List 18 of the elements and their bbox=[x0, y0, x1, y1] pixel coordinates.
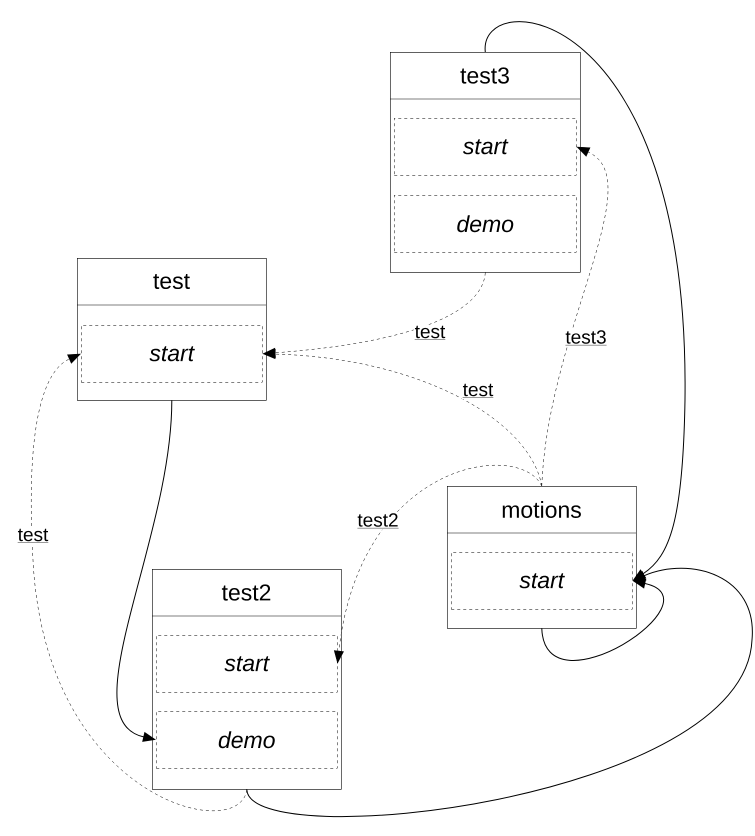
edge-label: test3 bbox=[564, 329, 608, 347]
arrow bbox=[541, 578, 664, 661]
member-box: start bbox=[156, 635, 338, 692]
member-box: demo bbox=[156, 711, 338, 768]
member-box: start bbox=[451, 552, 632, 610]
arrow bbox=[30, 354, 248, 812]
edge-label: test bbox=[414, 324, 446, 342]
member-box: demo bbox=[394, 195, 576, 252]
member-box: start bbox=[394, 118, 576, 176]
arrow bbox=[116, 400, 172, 742]
edge-label: test bbox=[16, 528, 50, 544]
arrow bbox=[262, 349, 542, 486]
arrow bbox=[334, 465, 542, 664]
arrow bbox=[246, 568, 752, 817]
edge-label: test bbox=[462, 382, 494, 400]
edge-label: test2 bbox=[356, 512, 400, 530]
member-box: start bbox=[81, 325, 262, 382]
arrow bbox=[542, 146, 608, 486]
